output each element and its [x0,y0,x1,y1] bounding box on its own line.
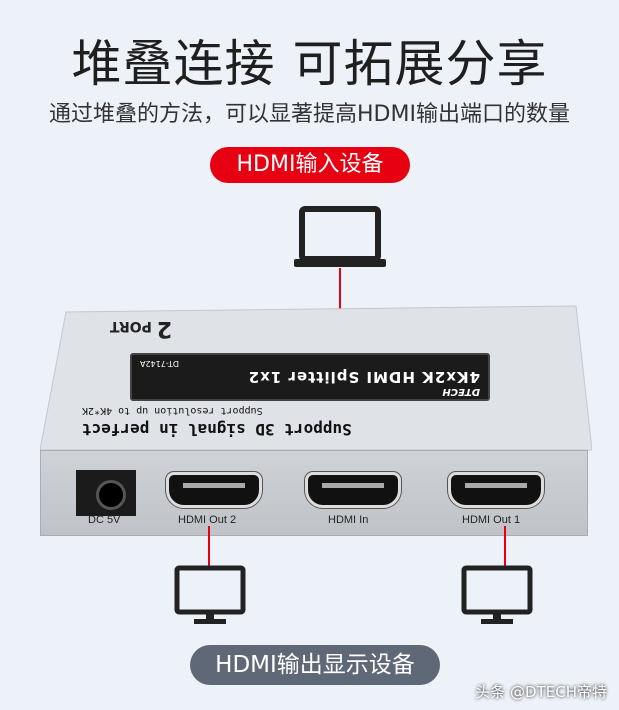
monitor-icon [461,565,533,624]
dc-port-label: DC 5V [88,514,121,526]
product-name-label: 4Kx2K HDMI Splitter 1x2 [247,368,480,386]
dc-power-port [76,470,136,516]
hdmi-out-1-label: HDMI Out 1 [462,514,521,526]
port-count-label: 2 PORT [110,316,173,341]
device-tagline-2: Support resolution up to 4K*2K [82,405,263,416]
output-2-connection-line [208,526,210,566]
output-1-connection-line [504,526,506,566]
headline: 堆叠连接 可拓展分享 [71,35,548,93]
brand-label: DTECH [442,386,480,397]
hdmi-in-label: HDMI In [328,514,369,526]
input-device-badge: HDMI输入设备 [210,147,410,183]
hdmi-in-port [305,472,401,508]
laptop-icon [294,206,386,267]
device-tagline-main: Support 3D signal in perfect [82,420,352,439]
monitor-icon [174,565,246,624]
model-label: DT-7142A [140,359,180,368]
subheadline: 通过堆叠的方法，可以显著提高HDMI输出端口的数量 [49,102,570,127]
hdmi-out-2-port [166,472,262,508]
hdmi-out-1-port [448,472,544,508]
hdmi-out-2-label: HDMI Out 2 [178,514,237,526]
product-label-plate: DTECH 4Kx2K HDMI Splitter 1x2 DT-7142A [130,353,490,401]
watermark: 头条 @DTECH帝特 [475,683,607,701]
output-device-badge: HDMI输出显示设备 [190,645,440,685]
